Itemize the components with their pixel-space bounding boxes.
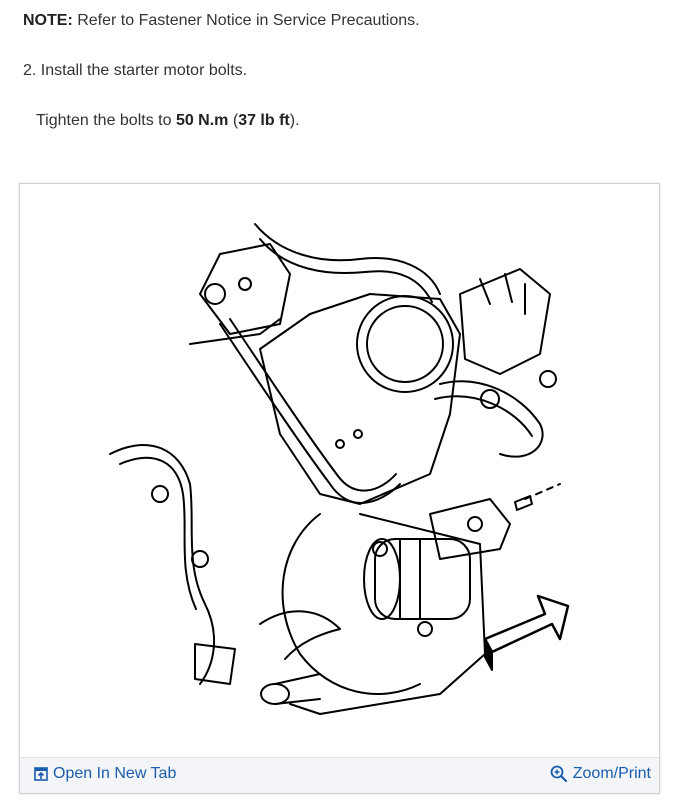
zoom-print-label: Zoom/Print — [572, 765, 651, 782]
figure-footer: Open In New Tab Zoom/Print — [20, 757, 659, 793]
torque-imperial: 37 lb ft — [238, 112, 290, 129]
starter-motor-illustration — [109, 223, 570, 715]
starter-solenoid — [429, 498, 511, 560]
torque-prefix: Tighten the bolts to — [36, 112, 176, 129]
note-label: NOTE: — [23, 12, 73, 29]
zoom-print-link[interactable]: Zoom/Print — [550, 765, 651, 783]
lower-cylinder — [260, 683, 290, 705]
torque-open: ( — [228, 112, 239, 129]
shroud-bolt — [151, 485, 169, 503]
torque-metric: 50 N.m — [175, 112, 229, 129]
block-hole-1 — [335, 439, 345, 449]
right-pipe — [439, 380, 544, 458]
bracket-bolt — [204, 283, 226, 305]
block-hole-2 — [353, 429, 363, 439]
pipe-fitting — [480, 389, 500, 409]
direction-arrow — [483, 594, 570, 654]
illustration-frame: Open In New Tab Zoom/Print — [19, 183, 660, 794]
solenoid-terminal — [467, 516, 483, 532]
round-port-inner — [366, 305, 444, 383]
note-line: NOTE: Refer to Fastener Notice in Servic… — [23, 12, 420, 30]
right-component — [459, 268, 551, 375]
round-port-outer — [356, 295, 454, 393]
torque-close: ). — [289, 112, 300, 129]
lower-block — [289, 513, 486, 715]
left-bracket — [199, 243, 291, 335]
starter-nose — [259, 610, 341, 660]
starter-bolt-1 — [372, 541, 388, 557]
torque-line: Tighten the bolts to 50 N.m (37 lb ft). — [36, 112, 300, 130]
starter-motor-end — [363, 538, 401, 620]
bolt-shape — [514, 495, 533, 511]
open-in-new-tab-label: Open In New Tab — [53, 765, 177, 782]
note-text: Refer to Fastener Notice in Service Prec… — [72, 12, 420, 29]
open-in-new-tab-icon — [34, 767, 48, 781]
left-shroud — [109, 444, 216, 685]
long-tube — [219, 323, 401, 504]
shroud-bolt-2 — [191, 550, 209, 568]
flywheel-housing — [281, 513, 421, 695]
starter-motor-body — [374, 538, 471, 620]
open-in-new-tab-link[interactable]: Open In New Tab — [34, 765, 176, 783]
engine-block — [259, 293, 461, 505]
upper-hose-2 — [259, 238, 433, 303]
zoom-magnifier-icon — [550, 765, 567, 783]
starter-bolt-2 — [417, 621, 433, 637]
upper-hose — [254, 223, 441, 295]
step-text: 2. Install the starter motor bolts. — [23, 62, 248, 79]
pipe-fitting-2 — [539, 370, 557, 388]
bracket-bolt-2 — [238, 277, 252, 291]
